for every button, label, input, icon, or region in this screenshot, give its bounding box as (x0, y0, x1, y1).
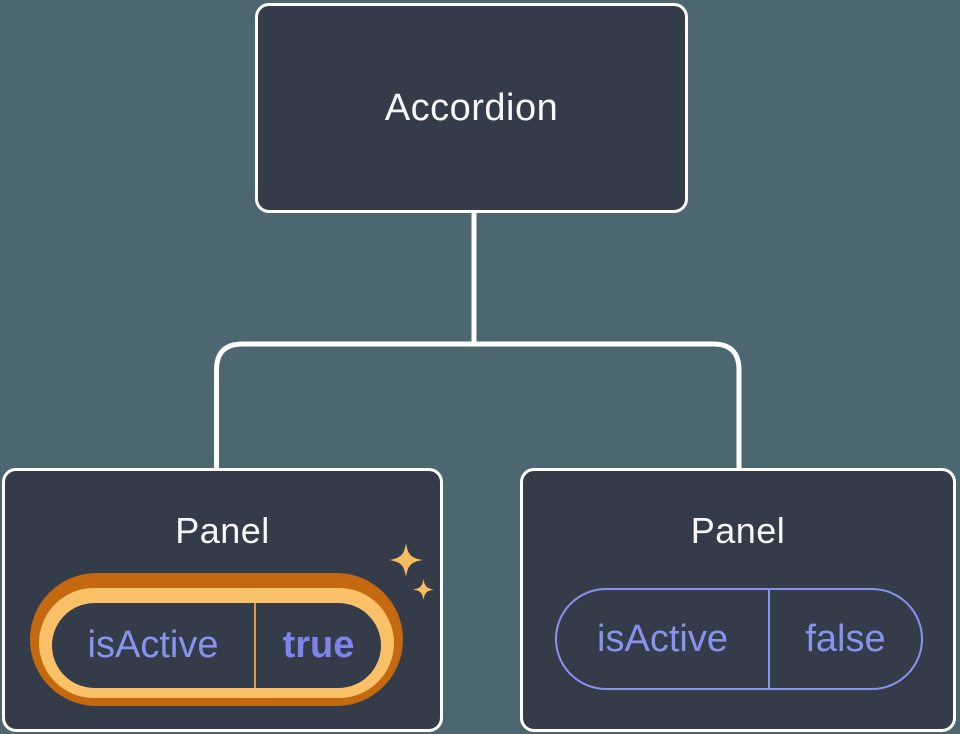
prop-pill-body: isActive true (52, 603, 381, 688)
sparkles-icon (389, 543, 434, 600)
prop-name-text: isActive (87, 624, 219, 666)
panel-node-active: Panel isActive true (2, 468, 443, 732)
prop-name-text: isActive (597, 617, 728, 660)
panel-node-inactive: Panel isActive false (520, 468, 956, 732)
panel-node-label: Panel (690, 510, 786, 551)
prop-value-text: false (805, 617, 886, 660)
prop-value-cell: true (256, 603, 381, 688)
panel-node-label: Panel (175, 510, 270, 551)
prop-pill-highlighted: isActive true (30, 573, 403, 706)
prop-value-text: true (282, 624, 355, 666)
accordion-node: Accordion (255, 3, 688, 213)
prop-name-cell: isActive (52, 603, 254, 688)
prop-pill-plain: isActive false (555, 588, 923, 690)
prop-pill-highlight-ring: isActive true (39, 588, 394, 698)
prop-name-cell: isActive (557, 590, 768, 688)
pill-divider (768, 590, 770, 688)
pill-divider (254, 603, 256, 688)
prop-value-cell: false (770, 590, 921, 688)
accordion-node-label: Accordion (384, 86, 559, 129)
